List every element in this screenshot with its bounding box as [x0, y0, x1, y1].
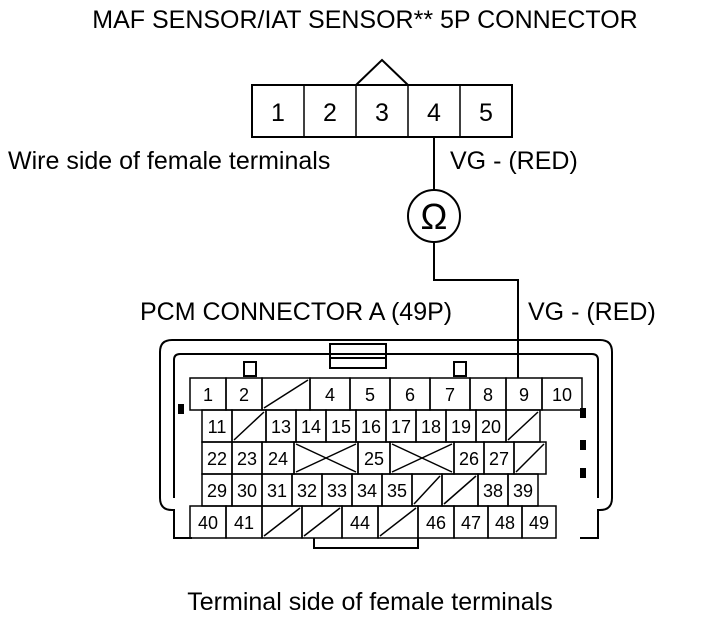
pcm-terminal-number: 32 — [297, 481, 317, 501]
pcm-connector-housing — [159, 339, 613, 549]
pcm-terminal-number: 31 — [267, 481, 287, 501]
housing-top-tab-right — [453, 361, 467, 377]
pcm-terminal-number: 33 — [327, 481, 347, 501]
pcm-terminal-number: 46 — [426, 513, 446, 533]
unused-terminal-mark — [507, 411, 539, 441]
unused-terminal-mark — [443, 475, 477, 505]
pcm-terminal-cell — [541, 377, 583, 411]
cavity-cross-mark — [391, 443, 453, 473]
unused-terminal-mark — [303, 507, 341, 537]
pcm-terminal-number: 18 — [421, 417, 441, 437]
housing-top-tab-left — [243, 361, 257, 377]
probe-wire: Ω — [407, 137, 519, 378]
diagram-title: MAF SENSOR/IAT SENSOR** 5P CONNECTOR — [92, 6, 637, 34]
maf-probe-label: VG - (RED) — [450, 147, 578, 175]
maf-connector-key — [355, 58, 409, 86]
unused-terminal-mark — [515, 443, 545, 473]
pcm-terminal-number: 20 — [481, 417, 501, 437]
pcm-terminal-number: 35 — [387, 481, 407, 501]
pcm-terminal-number: 49 — [529, 513, 549, 533]
pcm-terminal-number: 40 — [198, 513, 218, 533]
unused-terminal-mark — [379, 507, 417, 537]
pcm-terminal-number: 23 — [237, 449, 257, 469]
pcm-probe-label: VG - (RED) — [528, 298, 656, 326]
marker — [580, 408, 586, 418]
pcm-terminal-number: 30 — [237, 481, 257, 501]
maf-connector: 1 2 3 4 5 — [251, 58, 513, 138]
pcm-terminal-number: 39 — [513, 481, 533, 501]
unused-terminal-mark — [263, 507, 301, 537]
pcm-terminal-number: 7 — [445, 385, 455, 405]
maf-connector-body — [251, 84, 513, 138]
unused-terminal-mark — [263, 379, 309, 409]
unused-terminal-mark — [413, 475, 441, 505]
pcm-terminal-number: 48 — [495, 513, 515, 533]
pcm-terminal-number: 25 — [364, 449, 384, 469]
pcm-terminal-number: 19 — [451, 417, 471, 437]
housing-outer — [159, 339, 613, 539]
ohm-icon: Ω — [421, 196, 448, 237]
pcm-terminal-cell — [521, 505, 557, 539]
maf-pin: 5 — [479, 99, 493, 127]
footer-label: Terminal side of female terminals — [187, 588, 552, 616]
pcm-terminal-number: 15 — [331, 417, 351, 437]
pcm-terminal-number: 22 — [207, 449, 227, 469]
pcm-terminal-number: 16 — [361, 417, 381, 437]
pcm-terminal-number: 13 — [271, 417, 291, 437]
pcm-terminal-number: 27 — [489, 449, 509, 469]
maf-pin: 2 — [323, 99, 337, 127]
housing-inner — [173, 353, 599, 498]
pcm-terminal-number: 38 — [483, 481, 503, 501]
pcm-terminal-number: 26 — [459, 449, 479, 469]
housing-bottom-notch — [313, 538, 419, 549]
marker — [580, 468, 586, 478]
pcm-terminal-number: 8 — [483, 385, 493, 405]
pcm-terminal-number: 44 — [350, 513, 370, 533]
housing-side-markers — [178, 404, 586, 478]
pcm-terminal-number: 1 — [203, 385, 213, 405]
housing-top-latch — [329, 343, 387, 369]
pcm-terminal-number: 29 — [207, 481, 227, 501]
unused-terminal-mark — [233, 411, 265, 441]
pcm-terminal-number: 34 — [357, 481, 377, 501]
pcm-terminal-number: 17 — [391, 417, 411, 437]
pcm-terminal-number: 14 — [301, 417, 321, 437]
marker — [580, 440, 586, 450]
pcm-terminal-number: 11 — [208, 417, 227, 437]
wire-meter-to-pcm — [433, 242, 519, 378]
pcm-terminal-number: 4 — [325, 385, 335, 405]
pcm-terminal-number: 41 — [234, 513, 254, 533]
pcm-terminal-number: 10 — [552, 385, 572, 405]
pcm-terminal-number: 47 — [461, 513, 481, 533]
maf-pin: 4 — [427, 99, 441, 127]
maf-side-label: Wire side of female terminals — [8, 147, 330, 175]
maf-pin: 1 — [271, 99, 285, 127]
pcm-connector-title: PCM CONNECTOR A (49P) — [140, 298, 452, 326]
pcm-terminal-number: 6 — [405, 385, 415, 405]
cavity-cross-mark — [295, 443, 357, 473]
pcm-terminal-number: 24 — [268, 449, 288, 469]
marker — [178, 404, 184, 414]
pcm-terminal-number: 9 — [519, 385, 529, 405]
pcm-terminal-number: 2 — [239, 385, 249, 405]
pcm-terminal-number: 5 — [365, 385, 375, 405]
maf-pin: 3 — [375, 99, 389, 127]
